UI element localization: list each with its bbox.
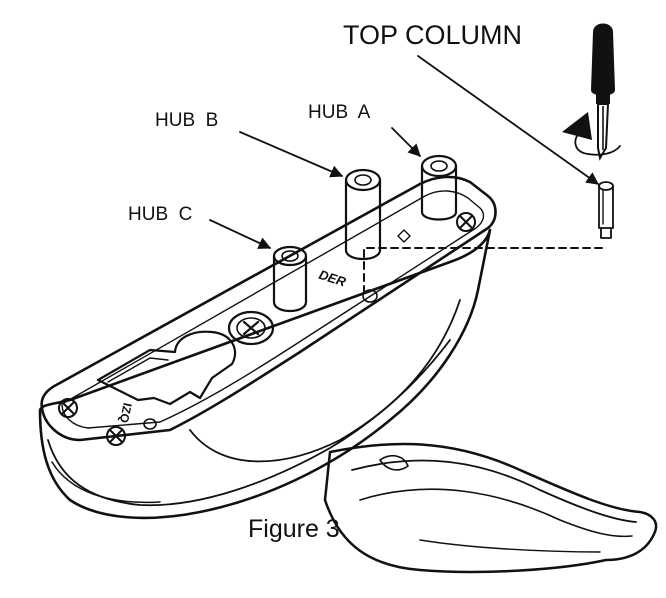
top-column-leader xyxy=(417,55,600,185)
hub-c xyxy=(272,245,308,313)
hub-a xyxy=(420,154,458,221)
key-cylinder-opening xyxy=(96,330,237,406)
lock-body xyxy=(38,175,497,520)
hub-b-label: HUB B xyxy=(155,110,218,131)
hub-b xyxy=(344,168,382,261)
top-column-label: TOP COLUMN xyxy=(343,20,522,50)
top-column-part xyxy=(598,181,614,239)
der-hole xyxy=(362,289,378,303)
hub-a-leader xyxy=(391,127,421,157)
screw-bottom xyxy=(106,426,126,446)
screw-center xyxy=(227,310,275,346)
hub-c-label: HUB C xyxy=(128,204,192,225)
hub-a-label: HUB A xyxy=(308,102,371,123)
lever-handle xyxy=(323,442,658,574)
small-hole xyxy=(143,418,157,430)
dashed-route xyxy=(363,247,603,297)
diamond-mark xyxy=(397,229,411,243)
screw-left xyxy=(58,398,78,418)
der-marking: DER xyxy=(317,267,348,290)
screwdriver-icon xyxy=(562,23,621,161)
hub-c-leader xyxy=(209,219,272,249)
hub-b-leader xyxy=(239,131,344,178)
figure-caption: Figure 3 xyxy=(248,515,340,543)
izq-marking: IZQ xyxy=(117,402,135,424)
screw-top-right xyxy=(456,212,476,232)
